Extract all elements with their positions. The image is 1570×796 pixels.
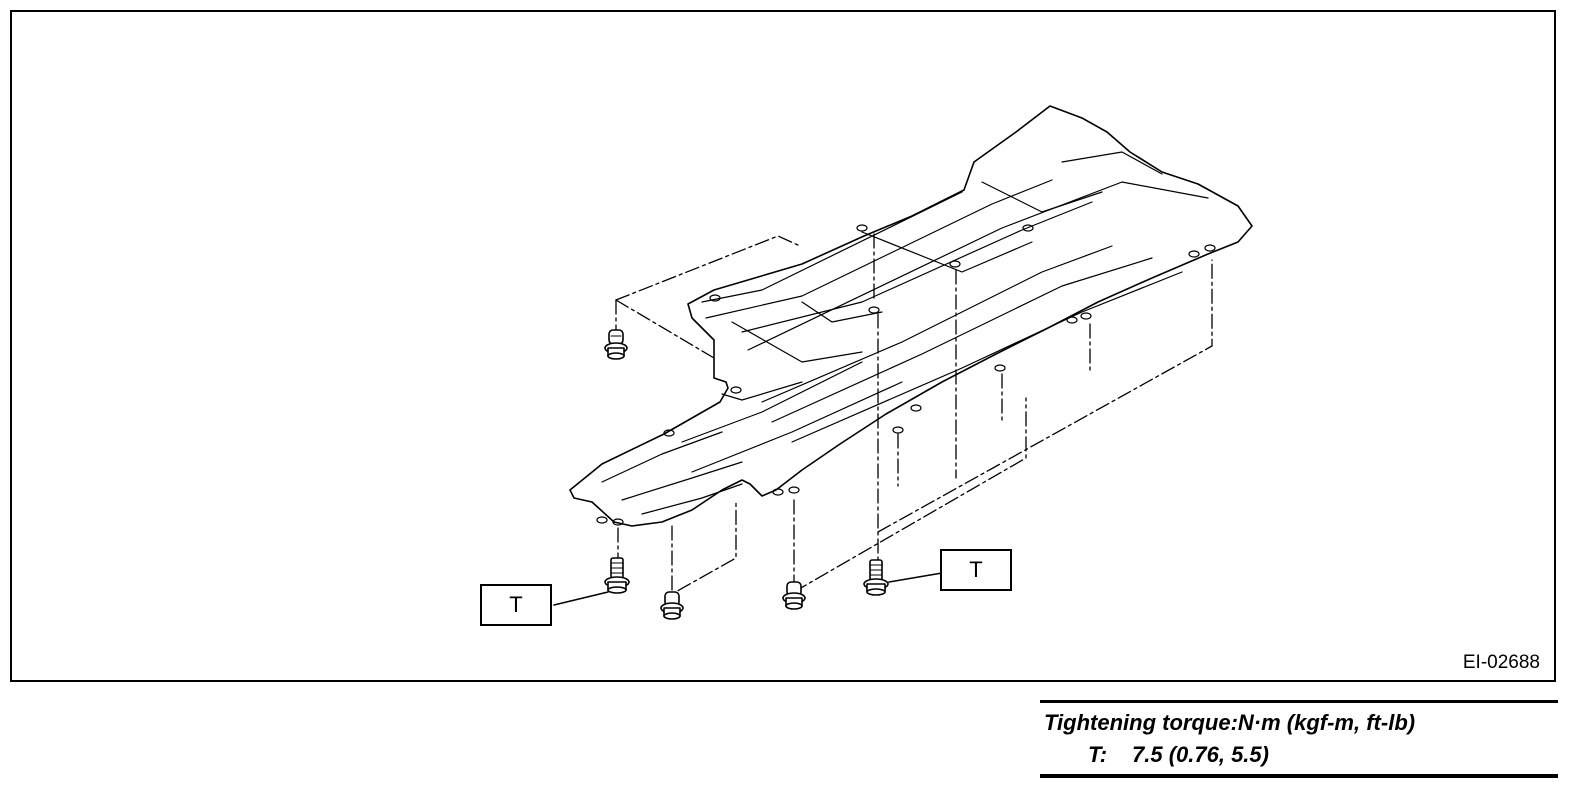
bolt-fastener-left (604, 557, 630, 594)
torque-table: Tightening torque:N·m (kgf-m, ft-lb) T: 7… (1040, 700, 1558, 778)
torque-value: 7.5 (0.76, 5.5) (1132, 742, 1269, 767)
callout-leader-left (553, 591, 609, 606)
clip-fastener-middle (782, 581, 806, 610)
under-cover-drawing (553, 105, 1253, 620)
panel-details (601, 151, 1209, 515)
clip-fastener-middle-left (660, 591, 684, 620)
torque-table-row: T: 7.5 (0.76, 5.5) (1040, 742, 1558, 774)
clip-fastener-upper (604, 329, 628, 360)
under-cover-panel (569, 105, 1253, 527)
torque-table-top-rule (1040, 700, 1558, 703)
torque-callout-right: T (940, 549, 1012, 591)
torque-callout-left: T (480, 584, 552, 626)
torque-table-bottom-rule (1040, 774, 1558, 778)
figure-id-label: EI-02688 (1462, 652, 1540, 673)
leader-lines (615, 233, 1213, 595)
torque-table-heading: Tightening torque:N·m (kgf-m, ft-lb) (1044, 710, 1416, 735)
bolt-fastener-right (863, 559, 889, 596)
diagram-frame: T T EI-02688 (10, 10, 1556, 682)
torque-key: T: (1088, 742, 1108, 767)
callout-leader-right (888, 572, 943, 583)
mounting-holes (596, 224, 1216, 526)
